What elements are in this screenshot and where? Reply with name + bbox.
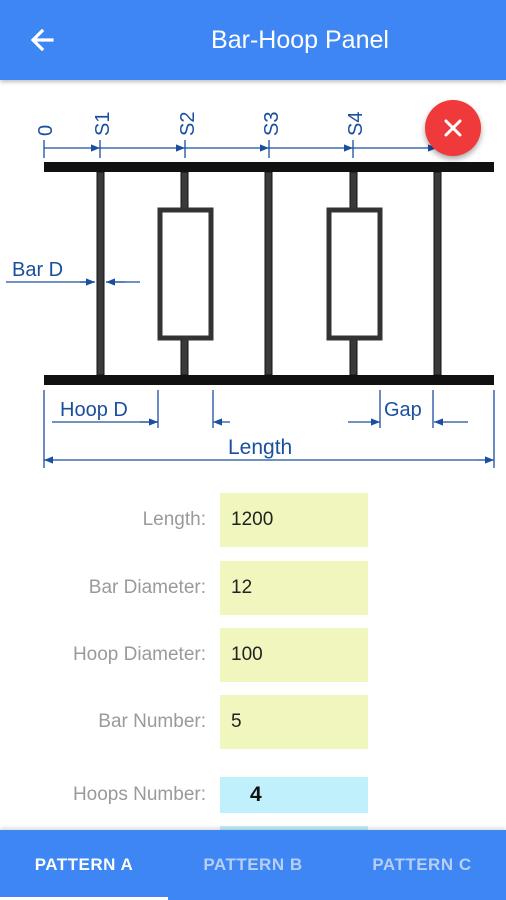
hoop-diameter-label: Hoop Diameter: <box>72 644 206 665</box>
length-label: Length <box>228 436 292 459</box>
hoop-diameter-input[interactable] <box>220 628 368 682</box>
length-row: Length: <box>0 493 506 547</box>
hoop-diameter-row: Hoop Diameter: <box>0 628 506 682</box>
position-dimension-line <box>43 140 437 158</box>
pattern-tab-bar: PATTERN A PATTERN B PATTERN C <box>0 830 506 900</box>
hoops-number-label: Hoops Number: <box>72 784 206 805</box>
s4-label: S4 <box>345 112 367 136</box>
gap-label: Gap <box>384 399 422 421</box>
length-label-text: Length: <box>142 509 206 530</box>
tab-pattern-a[interactable]: PATTERN A <box>34 855 134 874</box>
bottom-hoop <box>44 375 494 385</box>
hoops-number-row: Hoops Number: 4 <box>0 777 506 813</box>
bar-d-label: Bar D <box>12 259 63 281</box>
hoop-rings <box>157 207 383 341</box>
bar-diameter-label: Bar Diameter: <box>88 577 206 598</box>
app-bar: Bar-Hoop Panel <box>0 0 506 80</box>
tab-pattern-b[interactable]: PATTERN B <box>203 855 303 874</box>
back-button[interactable] <box>24 22 60 58</box>
gap-dimension <box>348 390 468 428</box>
bar-number-row: Bar Number: <box>0 695 506 749</box>
page-title: Bar-Hoop Panel <box>211 26 389 54</box>
length-input[interactable] <box>220 493 368 547</box>
hoop-diameter-dimension <box>52 390 230 428</box>
panel-diagram: 0 S1 S2 S3 S4 Bar D Hoop D <box>6 112 495 468</box>
bar-number-label: Bar Number: <box>98 711 206 732</box>
s0-label: 0 <box>35 125 57 136</box>
hoop-d-label: Hoop D <box>60 399 128 421</box>
s2-label: S2 <box>177 112 199 136</box>
bar-diameter-input[interactable] <box>220 561 368 615</box>
active-tab-indicator <box>0 897 168 900</box>
close-button[interactable] <box>425 100 481 156</box>
arrow-left-icon <box>30 28 54 52</box>
hoops-number-output: 4 <box>220 777 368 813</box>
bars <box>96 171 442 376</box>
bar-diameter-row: Bar Diameter: <box>0 561 506 615</box>
tab-pattern-c[interactable]: PATTERN C <box>372 855 472 874</box>
bar-number-input[interactable] <box>220 695 368 749</box>
top-hoop <box>44 162 494 172</box>
close-icon <box>444 119 462 137</box>
s1-label: S1 <box>92 112 114 136</box>
s3-label: S3 <box>261 112 283 136</box>
length-dimension <box>43 390 495 468</box>
